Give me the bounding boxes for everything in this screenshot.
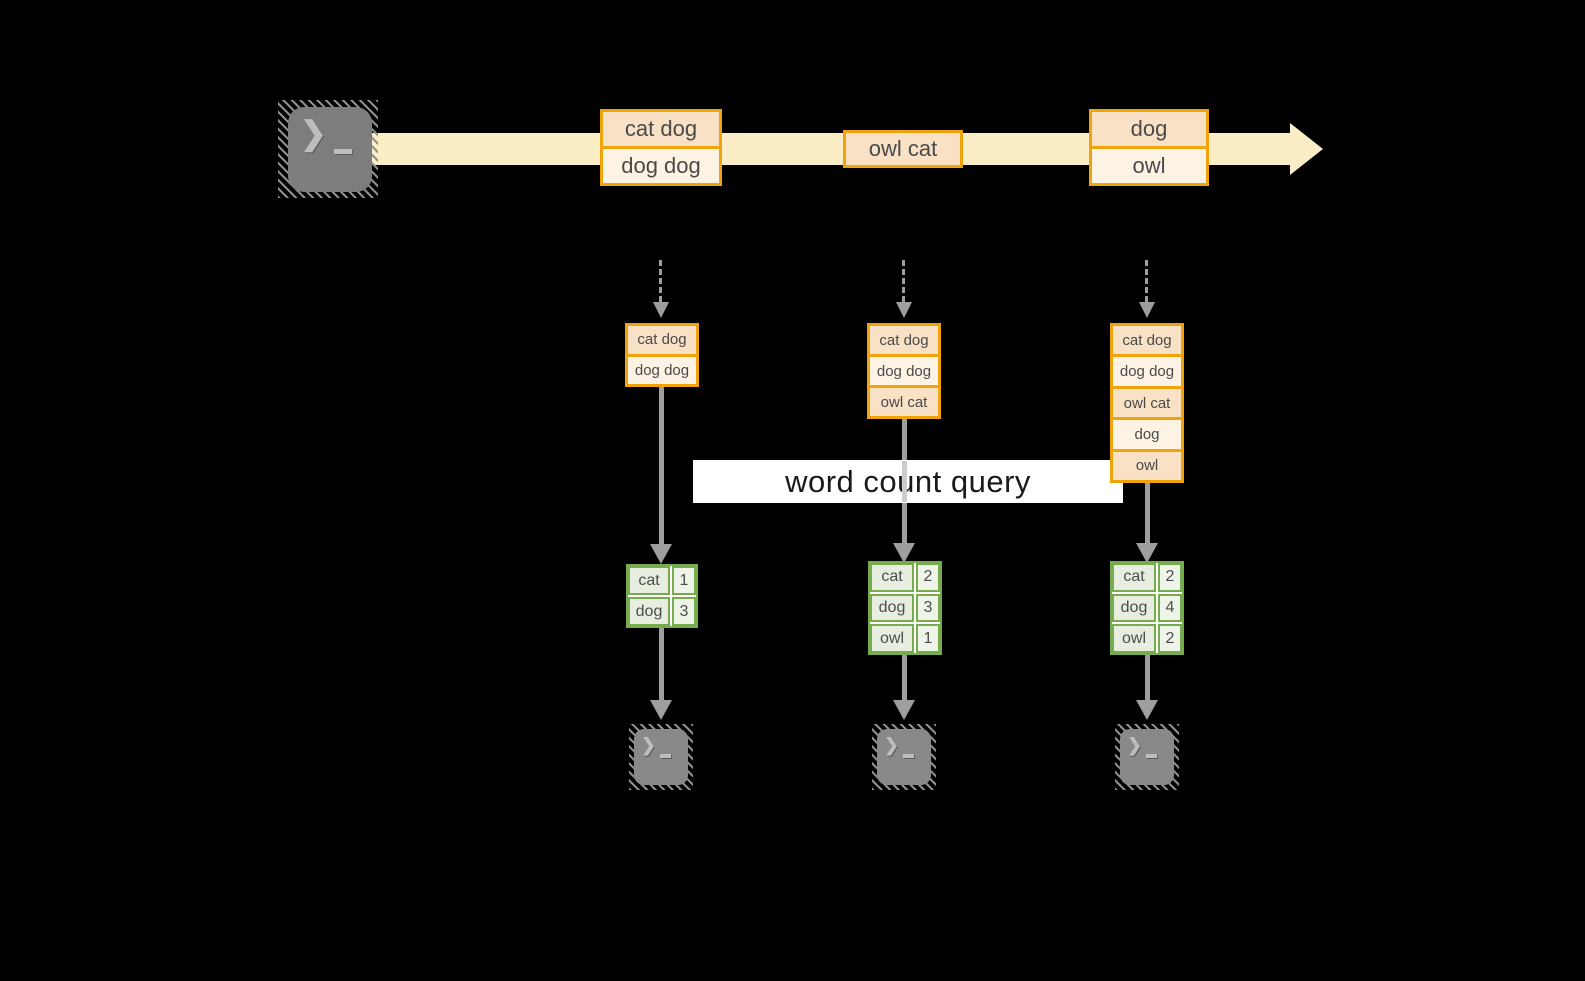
event-line: owl [1092,146,1206,183]
buffer-line: owl cat [870,385,938,416]
buffer-line: dog dog [870,354,938,385]
event-line: cat dog [603,112,719,146]
terminal-window: ❯ [1120,729,1174,785]
terminal-window: ❯ [288,107,372,192]
count-word: dog [1112,593,1156,623]
terminal-window: ❯ [634,729,688,785]
arrow-line-overlay [902,461,907,502]
arrow-line [659,387,664,544]
event-box-3: dog owl [1089,109,1209,186]
count-table-1: cat 1 dog 3 [626,564,698,628]
terminal-prompt-icon: ❯ [641,735,657,755]
count-table-2: cat 2 dog 3 owl 1 [868,561,942,655]
arrow-head [1136,543,1158,563]
arrow-line [659,628,664,700]
dashed-arrow-head [653,302,669,318]
terminal-cursor-icon [903,754,914,758]
arrow-line [902,655,907,700]
count-word: cat [1112,563,1156,592]
terminal-prompt-icon: ❯ [884,735,900,755]
event-box-1: cat dog dog dog [600,109,722,186]
arrow-head [650,700,672,720]
count-table-3: cat 2 dog 4 owl 2 [1110,561,1184,655]
arrow-line [1145,655,1150,700]
arrow-head [1136,700,1158,720]
terminal-cursor-icon [334,149,352,154]
dashed-arrow-line [659,260,662,302]
count-value: 2 [916,563,940,592]
terminal-prompt-icon: ❯ [1127,735,1143,755]
terminal-prompt-icon: ❯ [300,115,327,151]
buffer-line: cat dog [870,326,938,354]
count-word: cat [628,566,670,595]
terminal-icon: ❯ [1115,724,1179,790]
terminal-icon: ❯ [629,724,693,790]
arrow-head [893,700,915,720]
terminal-icon: ❯ [872,724,936,790]
count-value: 3 [672,597,696,626]
buffer-box-3: cat dog dog dog owl cat dog owl [1110,323,1184,483]
count-word: dog [628,597,670,626]
event-line: dog [1092,112,1206,146]
dashed-arrow-head [1139,302,1155,318]
count-value: 3 [916,593,940,623]
terminal-cursor-icon [660,754,671,758]
query-label: word count query [785,463,1031,499]
query-label-band: word count query [693,460,1123,503]
dashed-arrow-line [902,260,905,302]
arrow-line [1145,483,1150,543]
buffer-line: owl [1113,448,1181,481]
count-value: 2 [1158,563,1182,592]
buffer-box-1: cat dog dog dog [625,323,699,387]
arrow-head [893,543,915,563]
count-value: 1 [672,566,696,595]
event-box-2: owl cat [843,130,963,168]
buffer-line: owl cat [1113,385,1181,418]
buffer-box-2: cat dog dog dog owl cat [867,323,941,419]
buffer-line: cat dog [628,326,696,354]
event-line: dog dog [603,146,719,183]
stream-arrow-head [1290,123,1323,175]
arrow-head [650,544,672,564]
buffer-line: dog dog [1113,354,1181,386]
count-value: 4 [1158,593,1182,623]
count-value: 1 [916,624,940,653]
terminal-cursor-icon [1146,754,1157,758]
terminal-icon: ❯ [278,100,378,198]
dashed-arrow-line [1145,260,1148,302]
buffer-line: cat dog [1113,326,1181,355]
count-word: owl [870,624,914,653]
count-word: cat [870,563,914,592]
dashed-arrow-head [896,302,912,318]
terminal-window: ❯ [877,729,931,785]
event-line: owl cat [846,133,960,165]
buffer-line: dog [1113,417,1181,449]
count-value: 2 [1158,624,1182,653]
count-word: dog [870,593,914,623]
buffer-line: dog dog [628,353,696,384]
count-word: owl [1112,624,1156,653]
